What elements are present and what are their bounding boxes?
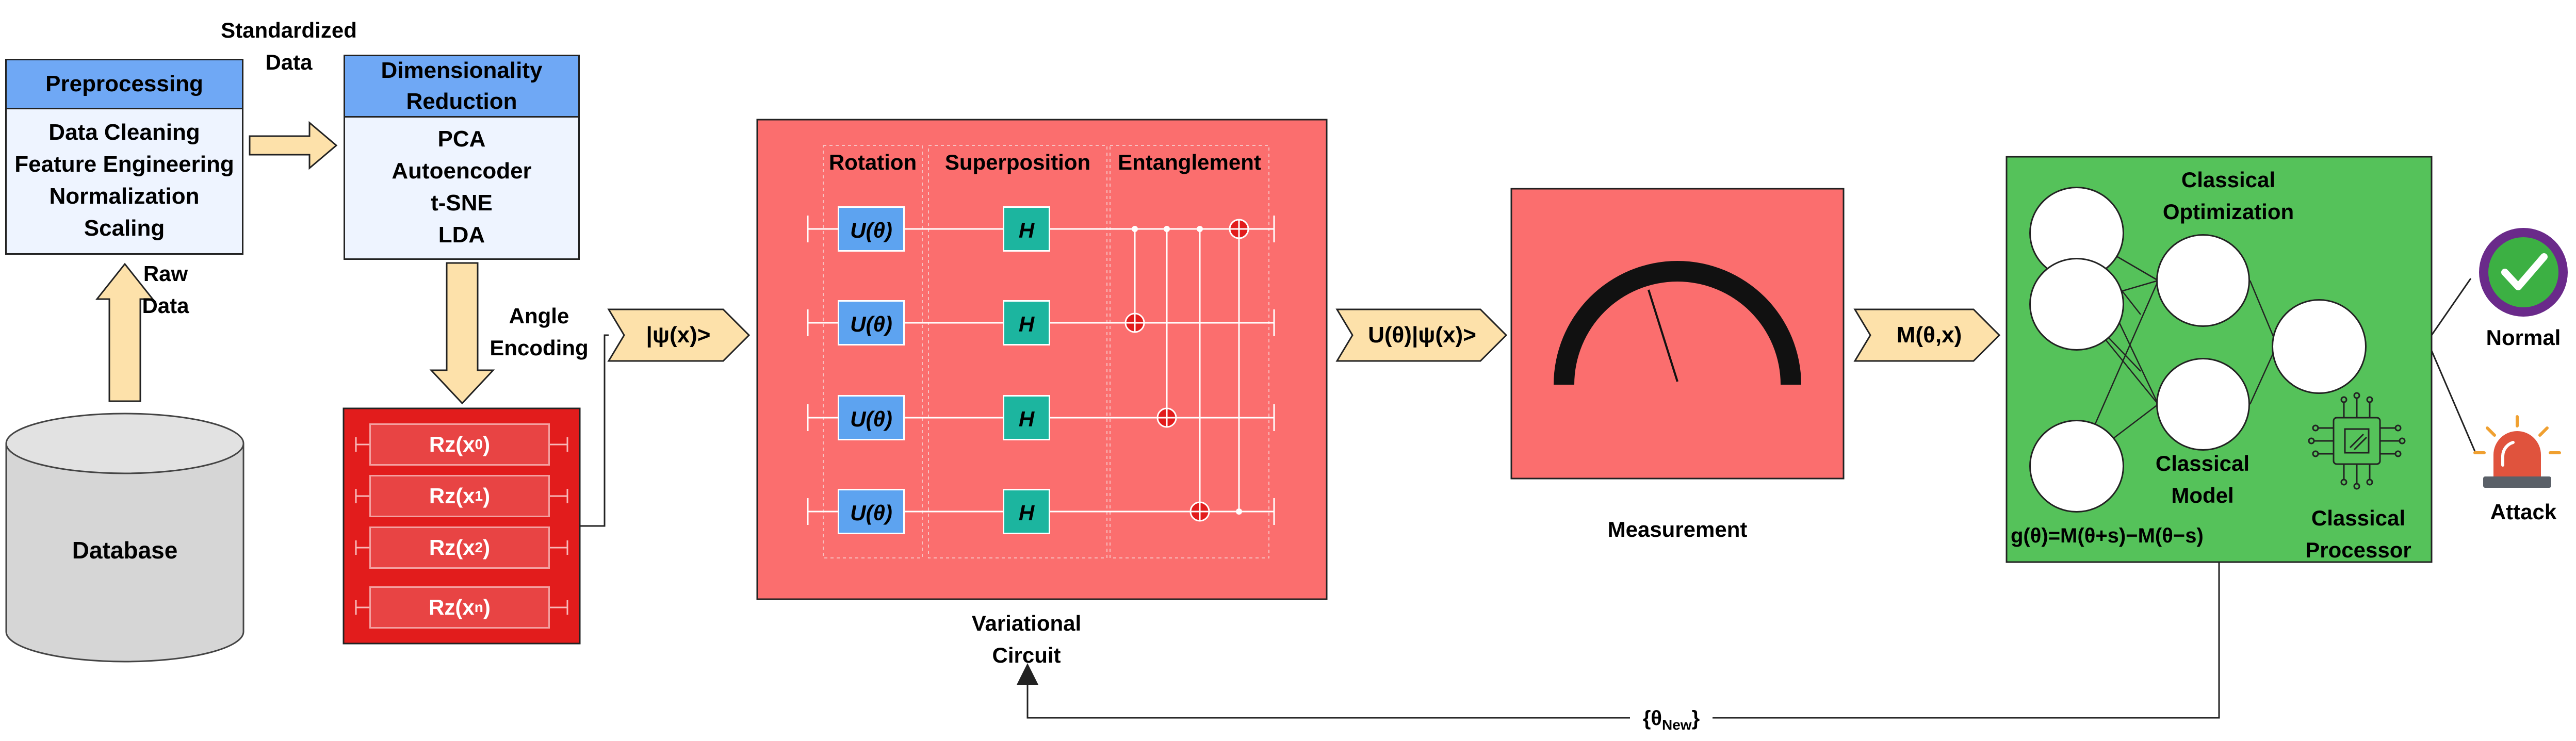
angle-encoding-label-line: Encoding: [490, 336, 589, 360]
input-node: [2029, 420, 2124, 513]
section-superposition: Superposition: [944, 150, 1091, 174]
dimensionality-box: Dimensionality Reduction PCA Autoencoder…: [344, 55, 580, 260]
rotation-gate: U(θ): [838, 489, 905, 534]
rz-gate-text: Rz(x: [429, 595, 475, 619]
dimensionality-title: Dimensionality Reduction: [345, 56, 578, 118]
encoding-connector: [580, 334, 609, 527]
dimensionality-item: Autoencoder: [392, 158, 532, 184]
u-psi-tag-shape: [1335, 308, 1508, 362]
feedback-line: [1017, 562, 2220, 719]
variational-caption-line: Circuit: [992, 643, 1061, 667]
rz-gate-text: ): [483, 432, 491, 456]
preprocessing-list: Data Cleaning Feature Engineering Normal…: [7, 108, 242, 253]
hadamard-gate: H: [1003, 300, 1050, 345]
classical-processor-line: Classical: [2311, 506, 2406, 530]
classical-processor-line: Processor: [2305, 538, 2411, 562]
hadamard-gate: H: [1003, 206, 1050, 252]
m-tag: M(θ,x): [1896, 322, 1962, 348]
classical-optimization-line: Optimization: [2162, 200, 2294, 224]
measurement-panel: [1510, 188, 1845, 480]
hadamard-gate: H: [1003, 395, 1050, 440]
dimensionality-list: PCA Autoencoder t-SNE LDA: [345, 116, 578, 258]
rotation-gate: U(θ): [838, 300, 905, 345]
classical-optimization-line: Classical: [2181, 168, 2276, 192]
hidden-node: [2156, 234, 2250, 327]
angle-encoding-label: Angle Encoding: [485, 300, 593, 364]
normal-check-icon: [2479, 228, 2568, 317]
meter-icon: [1554, 261, 1801, 385]
rz-gate-subscript: n: [474, 599, 483, 615]
section-rotation: Rotation: [828, 150, 917, 174]
gradient-formula: g(θ)=M(θ+s)−M(θ−s): [2011, 524, 2204, 547]
feedback-subscript: New: [1662, 717, 1692, 733]
dimensionality-item: t-SNE: [431, 190, 493, 216]
output-node: [2272, 299, 2367, 394]
feedback-text: }: [1691, 707, 1700, 730]
rz-gate-text: Rz(x: [429, 484, 475, 508]
preprocessing-item: Scaling: [84, 216, 165, 241]
classical-model-line: Classical: [2155, 451, 2250, 475]
rz-gate-text: ): [483, 484, 491, 508]
classical-model-label: Classical Model: [2141, 448, 2264, 512]
psi-tag: |ψ(x)>: [646, 322, 711, 348]
processor-chip-icon: [2308, 392, 2406, 490]
rz-gate-text: Rz(x: [429, 535, 475, 559]
preprocessing-item: Normalization: [49, 184, 200, 209]
dimensionality-item: LDA: [438, 222, 485, 248]
dimensionality-title-line: Reduction: [406, 89, 517, 114]
feedback-text: {θ: [1642, 707, 1662, 730]
section-entanglement: Entanglement: [1118, 150, 1261, 174]
rz-gate-subscript: 0: [475, 436, 483, 452]
rz-gate-text: ): [483, 595, 491, 619]
classical-model-line: Model: [2171, 483, 2234, 507]
raw-data-label-line: Raw: [143, 261, 188, 286]
standardized-data-label: Standardized Data: [206, 14, 371, 78]
classical-optimization-label: Classical Optimization: [2146, 164, 2311, 228]
preprocessing-item: Feature Engineering: [14, 152, 234, 177]
classical-processor-label: Classical Processor: [2296, 502, 2420, 566]
database-label: Database: [72, 537, 178, 564]
preprocessing-box: Preprocessing Data Cleaning Feature Engi…: [5, 59, 243, 255]
attack-label: Attack: [2490, 500, 2557, 524]
rz-gate-subscript: 1: [475, 488, 483, 504]
dimensionality-item: PCA: [437, 126, 486, 152]
measurement-label: Measurement: [1607, 517, 1748, 541]
attack-alarm-icon: [2473, 415, 2561, 488]
preprocessing-item: Data Cleaning: [48, 120, 200, 145]
variational-circuit-caption: Variational Circuit: [949, 607, 1104, 671]
angle-encoding-arrow: [429, 262, 495, 405]
feedback-label: {θNew}: [1630, 702, 1713, 734]
psi-tag-shape: [607, 308, 751, 362]
variational-caption-line: Variational: [971, 611, 1082, 635]
rz-gate-text: ): [483, 535, 491, 559]
dimensionality-title-line: Dimensionality: [381, 58, 543, 83]
standardized-label-line: Standardized: [221, 18, 357, 42]
input-node: [2029, 258, 2124, 351]
u-psi-tag: U(θ)|ψ(x)>: [1368, 322, 1476, 348]
m-tag-shape: [1853, 308, 2001, 362]
raw-data-arrow: [95, 262, 155, 402]
angle-encoding-label-line: Angle: [509, 304, 569, 328]
rotation-gate: U(θ): [838, 206, 905, 252]
raw-data-label-line: Data: [142, 293, 189, 318]
hidden-node: [2156, 358, 2250, 451]
standardized-arrow: [249, 121, 338, 170]
rz-gate-text: Rz(x: [429, 432, 475, 456]
rotation-gate: U(θ): [838, 395, 905, 440]
rz-gate-subscript: 2: [475, 539, 483, 555]
database-cylinder: [5, 413, 244, 663]
raw-data-label: Raw Data: [132, 258, 199, 322]
normal-label: Normal: [2486, 325, 2561, 350]
hadamard-gate: H: [1003, 489, 1050, 534]
cnot-targets: [1124, 219, 1249, 522]
preprocessing-title: Preprocessing: [7, 60, 242, 109]
standardized-label-line: Data: [265, 50, 313, 74]
